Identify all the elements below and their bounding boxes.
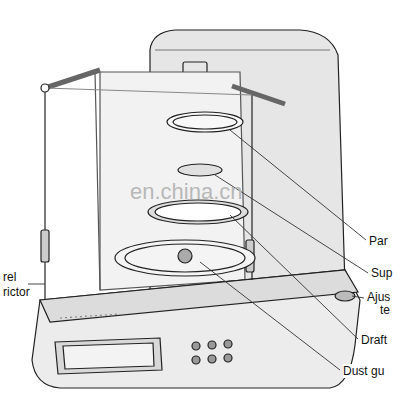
part-label: rel xyxy=(3,270,16,284)
rod-end xyxy=(41,84,49,92)
part-label: Sup xyxy=(371,266,392,280)
upper-pan-rim xyxy=(173,115,237,129)
weighing-pan xyxy=(115,240,255,276)
pan-rim xyxy=(125,244,245,272)
part-label: te xyxy=(380,303,390,317)
shield-post xyxy=(95,72,100,290)
top-edge xyxy=(45,88,252,95)
door-handle xyxy=(41,230,49,262)
ring-inner xyxy=(155,203,241,221)
base-top xyxy=(40,270,358,322)
base xyxy=(32,270,360,388)
top-rod xyxy=(45,70,100,88)
display xyxy=(55,338,162,374)
part-label: rictor xyxy=(3,285,30,299)
part-label: Draft xyxy=(361,333,387,347)
support xyxy=(178,164,222,176)
pan-center xyxy=(178,249,192,263)
watermark: en.china.cn xyxy=(130,180,243,204)
housing-edge xyxy=(155,49,330,50)
front-marks xyxy=(60,314,120,318)
upper-pan xyxy=(167,112,243,132)
part-label: Par xyxy=(369,234,388,248)
leader-lines xyxy=(28,130,368,370)
shield-post xyxy=(44,88,45,300)
part-label: Ajus xyxy=(367,290,390,304)
display-screen xyxy=(63,343,154,369)
part-label: Dust gu xyxy=(343,364,384,378)
keypad xyxy=(192,340,232,364)
